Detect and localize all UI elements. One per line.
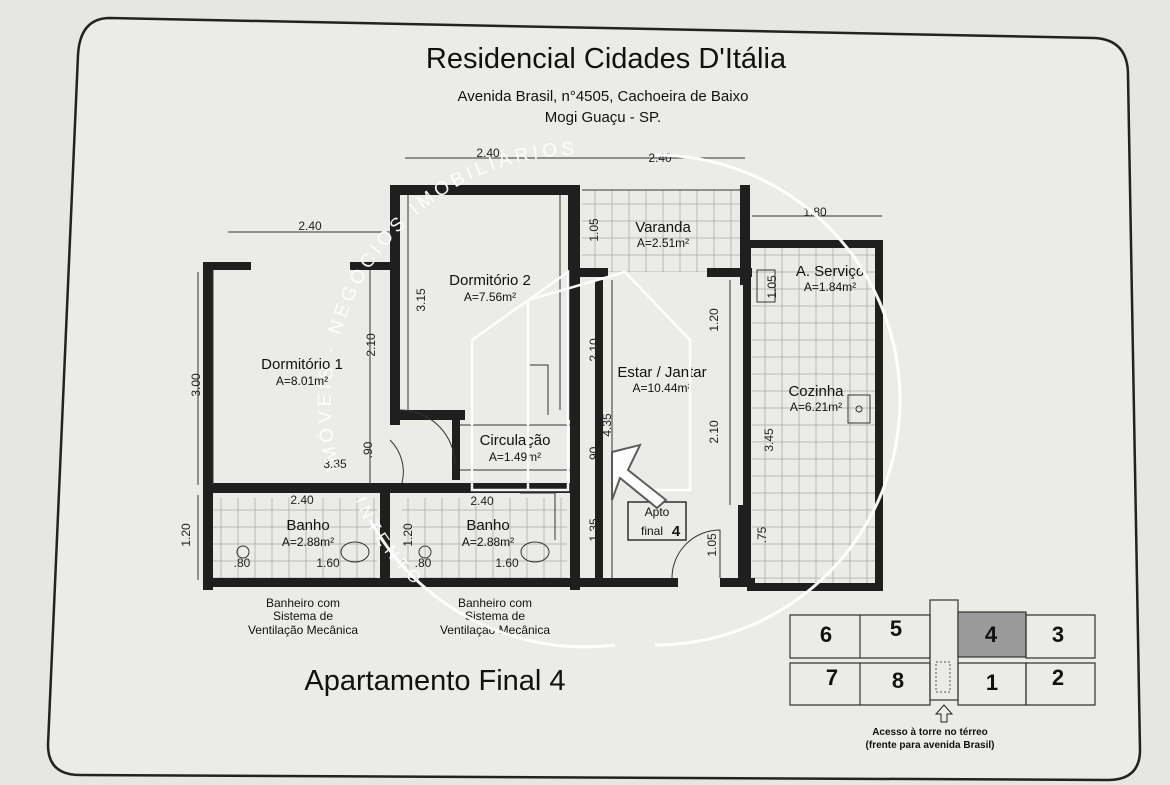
dim-estar-210: 2.10	[587, 338, 601, 362]
room-estar-area: A=10.44m²	[632, 381, 691, 395]
dim-varanda-h: 1.05	[587, 218, 601, 242]
bath-note1-line3: Ventilação Mecânica	[248, 623, 358, 637]
apto-badge: Apto final 4	[627, 501, 687, 541]
access-line-2: (frente para avenida Brasil)	[866, 740, 995, 751]
key-unit-8: 8	[892, 668, 904, 693]
room-dorm1-name: Dormitório 1	[261, 356, 343, 373]
key-unit-6: 6	[820, 622, 832, 647]
bath-note1-line2: Sistema de	[273, 609, 333, 623]
access-line-1: Acesso à torre no térreo	[872, 727, 988, 738]
dim-circ-90-b: .90	[587, 446, 601, 463]
room-circulacao-name: Circulação	[480, 432, 551, 449]
room-banho2-area: A=2.88m²	[462, 535, 514, 549]
bath-note1-line1: Banheiro com	[266, 596, 340, 610]
dim-top-mid: 2.40	[476, 146, 500, 160]
apto-badge-line1: Apto	[645, 505, 670, 519]
dim-bath-h2: 1.20	[401, 523, 415, 547]
fixtures	[236, 269, 871, 563]
room-varanda-name: Varanda	[635, 219, 691, 236]
key-unit-2: 2	[1052, 665, 1064, 690]
dim-b1-160: 1.60	[316, 556, 340, 570]
room-estar-name: Estar / Jantar	[617, 364, 706, 381]
room-dorm2-area: A=7.56m²	[464, 290, 516, 304]
dim-hall-35: 3.35	[323, 457, 347, 471]
room-servico-area: A=1.84m²	[804, 280, 856, 294]
key-unit-3: 3	[1052, 622, 1064, 647]
dimension-lines	[197, 157, 882, 580]
dim-bath1-width: 2.40	[290, 493, 314, 507]
inner-lines	[212, 189, 740, 579]
dim-b2-80: .80	[415, 556, 432, 570]
apto-badge-number: 4	[672, 523, 681, 540]
dim-estar-435: 4.35	[600, 413, 614, 437]
tile-pattern	[212, 190, 877, 590]
dim-estar-105: 1.05	[705, 533, 719, 557]
key-unit-1: 1	[986, 670, 998, 695]
room-servico-name: A. Serviço	[796, 263, 864, 280]
dim-estar-210b: 2.10	[707, 420, 721, 444]
room-dorm2-name: Dormitório 2	[449, 272, 531, 289]
room-banho2-name: Banho	[466, 517, 509, 534]
dim-estar-135: 1.35	[587, 518, 601, 542]
dim-dorm1-height: 3.00	[189, 373, 203, 397]
dim-dorm1-inner: 2.10	[364, 333, 378, 357]
dim-coz-75: .75	[755, 526, 769, 543]
dim-top-right: 2.40	[648, 151, 672, 165]
room-banho1-name: Banho	[286, 517, 329, 534]
key-unit-5: 5	[890, 616, 902, 641]
apto-badge-line2: final	[641, 524, 663, 538]
bath-note2-line1: Banheiro com	[458, 596, 532, 610]
dim-bath-h1: 1.20	[179, 523, 193, 547]
dim-coz-345: 3.45	[762, 428, 776, 452]
room-varanda-area: A=2.51m²	[637, 236, 689, 250]
dim-bath2-width: 2.40	[470, 494, 494, 508]
dim-b2-160: 1.60	[495, 556, 519, 570]
access-arrow-icon	[934, 704, 954, 723]
watermark-house-right	[526, 270, 692, 492]
bath-notes: Banheiro com Sistema de Ventilação Mecân…	[248, 596, 550, 637]
room-circulacao-area: A=1.49m²	[489, 450, 541, 464]
dim-estar-120: 1.20	[707, 308, 721, 332]
key-plan-highlight-unit	[957, 611, 1027, 658]
dim-serv-105: 1.05	[765, 275, 779, 299]
dim-b1-80: .80	[234, 556, 251, 570]
cursor-arrow-icon	[611, 443, 668, 510]
room-dorm1-area: A=8.01m²	[276, 374, 328, 388]
dim-top-left: 2.40	[298, 219, 322, 233]
address-line-2: Mogi Guaçu - SP.	[545, 109, 661, 126]
dim-dorm2-height: 3.15	[414, 288, 428, 312]
plan-title: Apartamento Final 4	[304, 665, 565, 697]
address-line-1: Avenida Brasil, n°4505, Cachoeira de Bai…	[458, 88, 749, 105]
key-plan: 6 5 4 3 7 8 1 2 Acesso à torre no térreo…	[789, 599, 1096, 751]
bath-note2-line2: Sistema de	[465, 609, 525, 623]
key-unit-7: 7	[826, 665, 838, 690]
dim-circ-90-a: .90	[361, 441, 375, 458]
project-title: Residencial Cidades D'Itália	[426, 43, 787, 75]
room-banho1-area: A=2.88m²	[282, 535, 334, 549]
room-cozinha-area: A=6.21m²	[790, 400, 842, 414]
key-unit-4: 4	[985, 622, 998, 647]
watermark-house-left	[470, 269, 570, 492]
room-cozinha-name: Cozinha	[788, 383, 844, 400]
